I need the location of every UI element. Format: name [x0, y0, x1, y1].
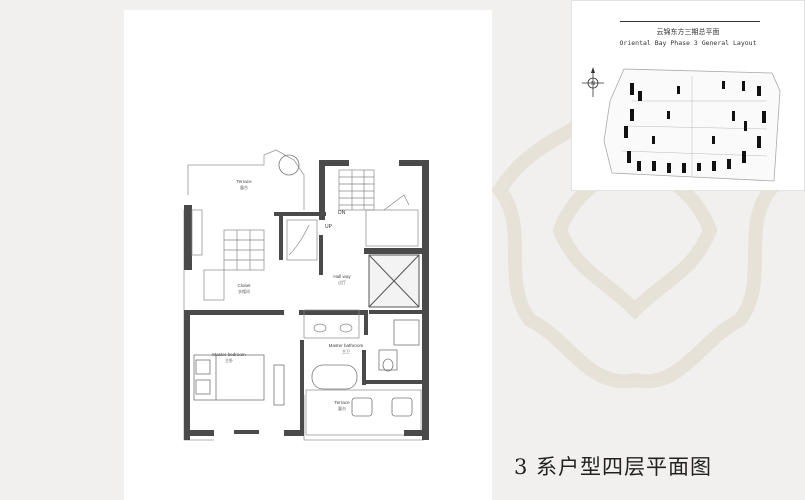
room-label-master-bedroom: Master bedroom [212, 352, 246, 357]
site-plan-drawing: N [582, 67, 781, 182]
room-label-terrace-top-cn: 露台 [240, 184, 248, 190]
page-caption: 3 系户型四层平面图 [514, 455, 713, 479]
room-label-hallway: Hall way [333, 274, 351, 279]
north-arrow-icon: N [582, 67, 604, 97]
room-label-master-bathroom-cn: 主卫 [342, 348, 350, 354]
site-plan-panel: 云锦东方三期总平面 Oriental Bay Phase 3 General L… [571, 0, 805, 191]
site-plan-title-en: Oriental Bay Phase 3 General Layout [619, 39, 757, 47]
site-title-rule [620, 21, 760, 22]
room-label-closet: Closet [237, 283, 251, 288]
north-label: N [591, 81, 595, 87]
stair-down-label: DN [338, 210, 346, 216]
room-label-closet-cn: 衣帽间 [238, 288, 250, 294]
floor-plan-drawing: Terrace 露台 Closet 衣帽间 Hall way 过厅 Master… [183, 149, 429, 441]
room-label-terrace-top: Terrace [236, 179, 252, 184]
floor-plan-sheet: Terrace 露台 Closet 衣帽间 Hall way 过厅 Master… [124, 10, 492, 500]
room-label-terrace-bottom-cn: 露台 [338, 405, 346, 411]
room-label-hallway-cn: 过厅 [338, 279, 346, 285]
room-label-master-bathroom: Master bathroom [329, 343, 364, 348]
stair-up-label: UP [325, 224, 333, 230]
room-label-master-bedroom-cn: 主卧 [225, 357, 233, 363]
site-plan-title-cn: 云锦东方三期总平面 [656, 28, 720, 36]
room-label-terrace-bottom: Terrace [334, 400, 350, 405]
